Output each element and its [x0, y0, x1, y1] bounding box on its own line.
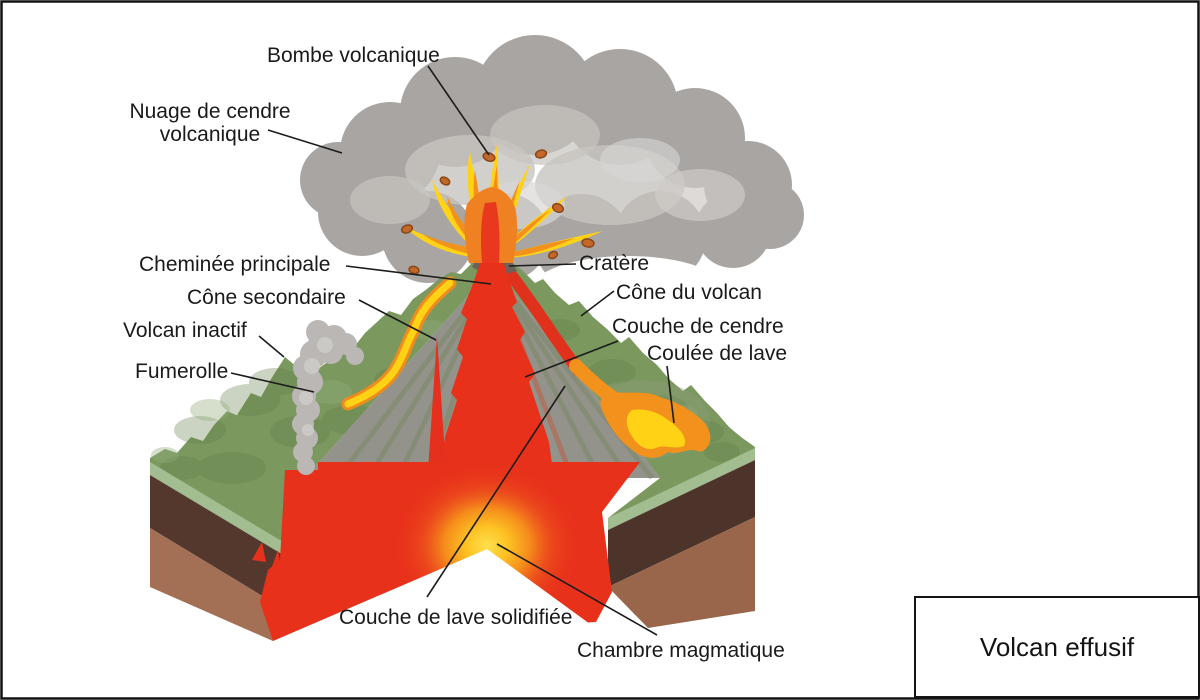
leader-cone-secondaire [358, 299, 437, 341]
leader-cratere [508, 263, 577, 267]
foreground-gap [273, 549, 590, 700]
label-couche-de-cendre: Couche de cendre [612, 315, 784, 338]
lava-flow-right [498, 260, 711, 458]
label-chambre-magmatique: Chambre magmatique [577, 639, 785, 662]
right-grass-edge [608, 448, 755, 530]
eruption-fountain-icon [404, 144, 603, 263]
leader-bombe-volcanique [427, 65, 490, 156]
secondary-cone-conduit [428, 336, 446, 471]
fumarole-smoke-icon [292, 320, 364, 475]
leader-nuage-de-cendre [267, 129, 343, 154]
label-cratere: Cratère [579, 252, 650, 275]
ash-cloud-icon [300, 35, 804, 326]
volcanic-bombs-icon [400, 149, 595, 275]
label-bombe-volcanique: Bombe volcanique [267, 44, 440, 67]
caption-box: Volcan effusif [914, 596, 1200, 698]
label-fumerolle: Fumerolle [135, 360, 229, 383]
right-block-layers [608, 448, 755, 628]
label-cheminee-principale: Cheminée principale [139, 253, 331, 276]
label-coulee-de-lave: Coulée de lave [647, 342, 788, 365]
caption-text: Volcan effusif [979, 631, 1135, 662]
left-grass-edge [150, 462, 293, 561]
leader-lines [230, 65, 675, 636]
leader-cone-du-volcan [580, 290, 615, 317]
magma-spikes [252, 542, 282, 572]
label-volcan-inactif: Volcan inactif [123, 319, 247, 342]
label-couche-de-lave-solidifiee: Couche de lave solidifiée [339, 606, 573, 629]
label-nuage-de-cendre: Nuage de cendre volcanique [129, 100, 291, 147]
lava-flow-left [341, 276, 457, 411]
leader-couche-de-cendre [524, 340, 619, 378]
leader-chambre-magmatique [496, 543, 658, 636]
leader-couche-de-lave [426, 385, 566, 598]
leader-volcan-inactif [258, 335, 285, 358]
label-cone-secondaire: Cône secondaire [187, 286, 346, 309]
leader-fumerolle [230, 372, 315, 393]
leader-cheminee [345, 265, 492, 285]
right-soil-dark [608, 460, 755, 587]
right-soil-light [608, 517, 755, 628]
label-cone-du-volcan: Cône du volcan [616, 281, 762, 304]
magma-chimney [440, 261, 553, 471]
leader-coulee-de-lave [666, 365, 675, 424]
